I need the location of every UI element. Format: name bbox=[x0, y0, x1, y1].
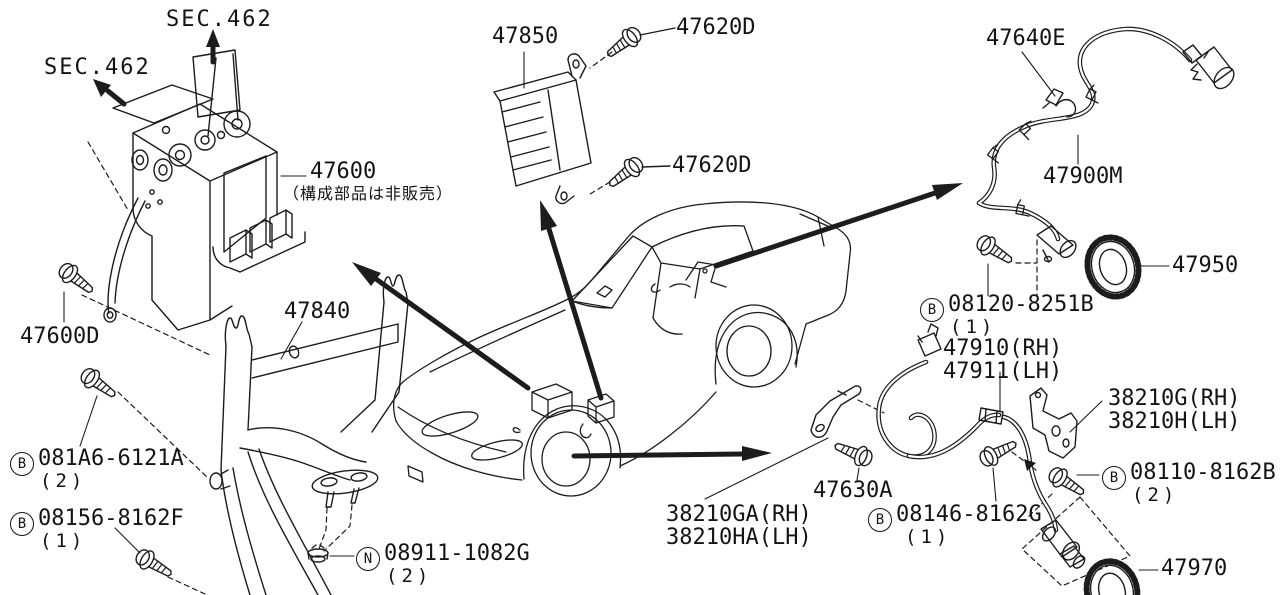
label-081a6-qty: (2) bbox=[40, 470, 87, 492]
abs-actuator-47600-art bbox=[103, 103, 306, 331]
screw-47620d-upper-art bbox=[601, 22, 676, 64]
screw-47620d-lower-art bbox=[603, 152, 671, 194]
part-number: 081A6-6121A bbox=[38, 446, 184, 471]
label-47600: 47600 bbox=[310, 159, 377, 184]
part-number: 08156-8162F bbox=[38, 506, 184, 531]
prefix-circle-b-icon: B bbox=[10, 512, 34, 537]
label-47850: 47850 bbox=[492, 24, 559, 49]
label-38210ha: 38210HA(LH) bbox=[666, 525, 812, 550]
prefix-circle-b-icon: B bbox=[10, 452, 34, 477]
bracket-38210ga-art bbox=[704, 385, 862, 500]
prefix-circle-b-icon: B bbox=[868, 508, 892, 533]
pointer-arrows bbox=[352, 183, 963, 461]
label-08146-qty: (1) bbox=[905, 526, 952, 548]
leader-lines bbox=[280, 51, 1170, 571]
label-38210g: 38210G(RH) bbox=[1108, 386, 1241, 411]
label-47630a: 47630A bbox=[813, 478, 893, 503]
rear-sensor-art bbox=[1036, 225, 1077, 263]
prefix-circle-b-icon: B bbox=[920, 298, 944, 323]
label-47900m: 47900M bbox=[1043, 164, 1123, 189]
arrow-to-rear-harness-icon bbox=[932, 183, 963, 200]
part-number: 08120-8251B bbox=[948, 292, 1094, 317]
label-08110-qty: (2) bbox=[1132, 484, 1179, 506]
label-47910: 47910(RH) bbox=[943, 336, 1063, 361]
rear-harness-47900m-art bbox=[972, 26, 1235, 303]
arrow-to-module-icon bbox=[540, 200, 557, 231]
sec462-left-arrow-icon bbox=[93, 79, 111, 97]
label-47600-note: （構成部品は非販売） bbox=[283, 184, 454, 203]
bracket-47840-art bbox=[209, 274, 409, 595]
nut-08911-art bbox=[307, 544, 355, 563]
bolt-08156-art bbox=[114, 527, 177, 584]
label-47620d-upper: 47620D bbox=[676, 15, 756, 40]
sec462-panels bbox=[93, 29, 241, 137]
front-connector-icon bbox=[917, 323, 942, 357]
label-47970: 47970 bbox=[1161, 556, 1228, 581]
front-lower-sensor-art bbox=[1040, 519, 1086, 569]
label-47950: 47950 bbox=[1172, 253, 1239, 278]
front-harness-art bbox=[876, 323, 1144, 595]
harness-connector-icon bbox=[1213, 66, 1235, 90]
label-47911: 47911(LH) bbox=[943, 359, 1063, 384]
rotor-47970-art bbox=[1080, 556, 1144, 595]
clip-47640e-art bbox=[1042, 88, 1077, 118]
arrow-to-abs-unit-icon bbox=[352, 262, 381, 286]
bolt-08146-art bbox=[975, 433, 1022, 502]
label-47620d-lower: 47620D bbox=[672, 153, 752, 178]
part-number: 08110-8162B bbox=[1130, 460, 1276, 485]
sec462-up-arrow-icon bbox=[206, 29, 220, 47]
part-number: 08911-1082G bbox=[384, 541, 530, 566]
bolt-08120-art bbox=[972, 230, 1018, 271]
arrow-to-front-sensor-icon bbox=[742, 446, 772, 461]
label-sec462-left: SEC.462 bbox=[44, 55, 151, 80]
label-08156-qty: (1) bbox=[40, 530, 87, 552]
label-47840: 47840 bbox=[284, 299, 351, 324]
bolt-08110-art bbox=[1044, 462, 1100, 503]
bolt-47630a-art bbox=[830, 435, 876, 481]
bracket-38210g-art bbox=[1029, 387, 1103, 459]
wire-direction-marker-icon bbox=[1024, 459, 1036, 471]
control-module-47850-art bbox=[493, 53, 592, 205]
bolt-47600d-art bbox=[54, 258, 99, 323]
label-08911-qty: (2) bbox=[386, 565, 433, 587]
label-47600d: 47600D bbox=[20, 324, 100, 349]
label-47640e: 47640E bbox=[986, 26, 1066, 51]
part-number: 08146-8162G bbox=[896, 502, 1042, 527]
label-08120-qty: (1) bbox=[950, 316, 997, 338]
prefix-circle-b-icon: B bbox=[1102, 466, 1126, 491]
label-38210ga: 38210GA(RH) bbox=[666, 502, 812, 527]
label-sec462-top: SEC.462 bbox=[166, 7, 273, 32]
label-38210h: 38210H(LH) bbox=[1108, 409, 1241, 434]
prefix-circle-n-icon: N bbox=[356, 547, 380, 572]
bolt-081a6-art bbox=[76, 363, 122, 447]
